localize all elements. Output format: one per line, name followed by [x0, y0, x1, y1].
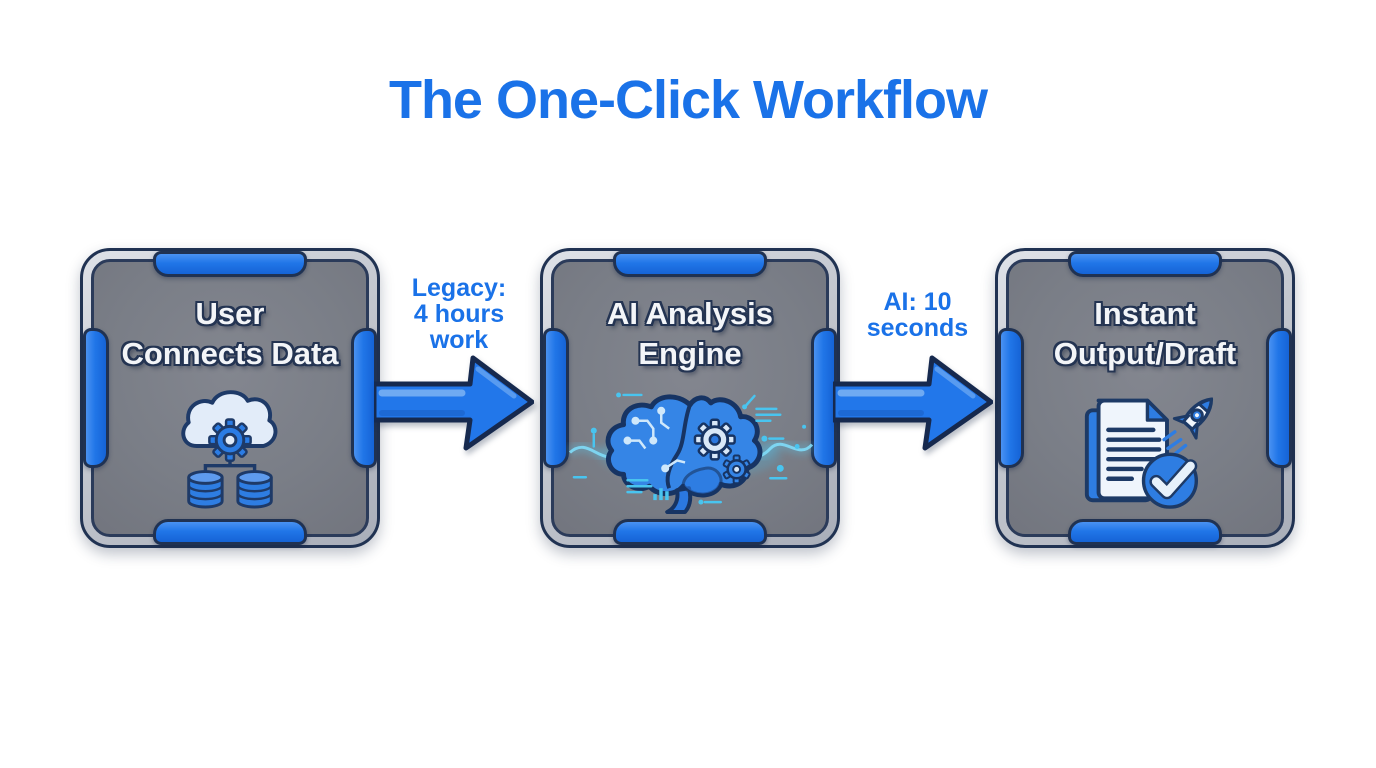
document-rocket-check-icon [1069, 381, 1221, 516]
step-label: AI Analysis Engine [540, 294, 840, 374]
cloud-database-icon [171, 383, 289, 516]
rocket-icon [1162, 397, 1214, 456]
rocket-speed-lines [1162, 430, 1188, 456]
edge-accent-left [83, 328, 109, 468]
edge-accent-bottom [1068, 519, 1222, 545]
edge-accent-top [613, 251, 767, 277]
edge-accent-left [998, 328, 1024, 468]
edge-accent-bottom [153, 519, 307, 545]
arrow-label-line: Legacy: [411, 274, 507, 302]
arrow-label-line: work [429, 326, 489, 354]
flow-arrow-2 [833, 355, 993, 451]
flow-arrow-1 [374, 355, 534, 451]
edge-accent-top [153, 251, 307, 277]
edge-accent-bottom [613, 519, 767, 545]
step-card-instant-output-draft: Instant Output/Draft [995, 248, 1295, 548]
database-cylinder [236, 470, 273, 509]
arrow-label-line: 4 hours [413, 300, 505, 328]
edge-accent-right [1266, 328, 1292, 468]
page-title: The One-Click Workflow [388, 70, 988, 130]
database-cylinder [187, 470, 224, 509]
edge-accent-left [543, 328, 569, 468]
arrow-label-line: seconds [866, 314, 969, 342]
arrow-label-ai: AI: 10 seconds [845, 289, 990, 341]
gear-icon [208, 418, 252, 462]
circuit-decorations [572, 392, 807, 505]
step-label-line: AI Analysis [607, 296, 773, 331]
step-label-line: Connects Data [121, 336, 339, 371]
step-card-user-connects-data: User Connects Data [80, 248, 380, 548]
check-circle-icon [1141, 452, 1199, 509]
step-label-line: Instant [1094, 296, 1196, 331]
arrow-label-line: AI: 10 [883, 288, 952, 316]
ai-brain-icon [566, 383, 816, 522]
step-card-ai-analysis-engine: AI Analysis Engine [540, 248, 840, 548]
step-label-line: Output/Draft [1053, 336, 1237, 371]
step-label: User Connects Data [80, 294, 380, 374]
step-label-line: User [195, 296, 265, 331]
step-label: Instant Output/Draft [995, 294, 1295, 374]
step-label-line: Engine [638, 336, 742, 371]
document-text-lines [1106, 427, 1162, 481]
edge-accent-top [1068, 251, 1222, 277]
circuit-traces [623, 406, 686, 473]
arrow-label-legacy: Legacy: 4 hours work [388, 275, 530, 353]
brain-shape [605, 394, 763, 514]
small-gear-icon [722, 454, 751, 485]
gear-icon [693, 418, 736, 461]
